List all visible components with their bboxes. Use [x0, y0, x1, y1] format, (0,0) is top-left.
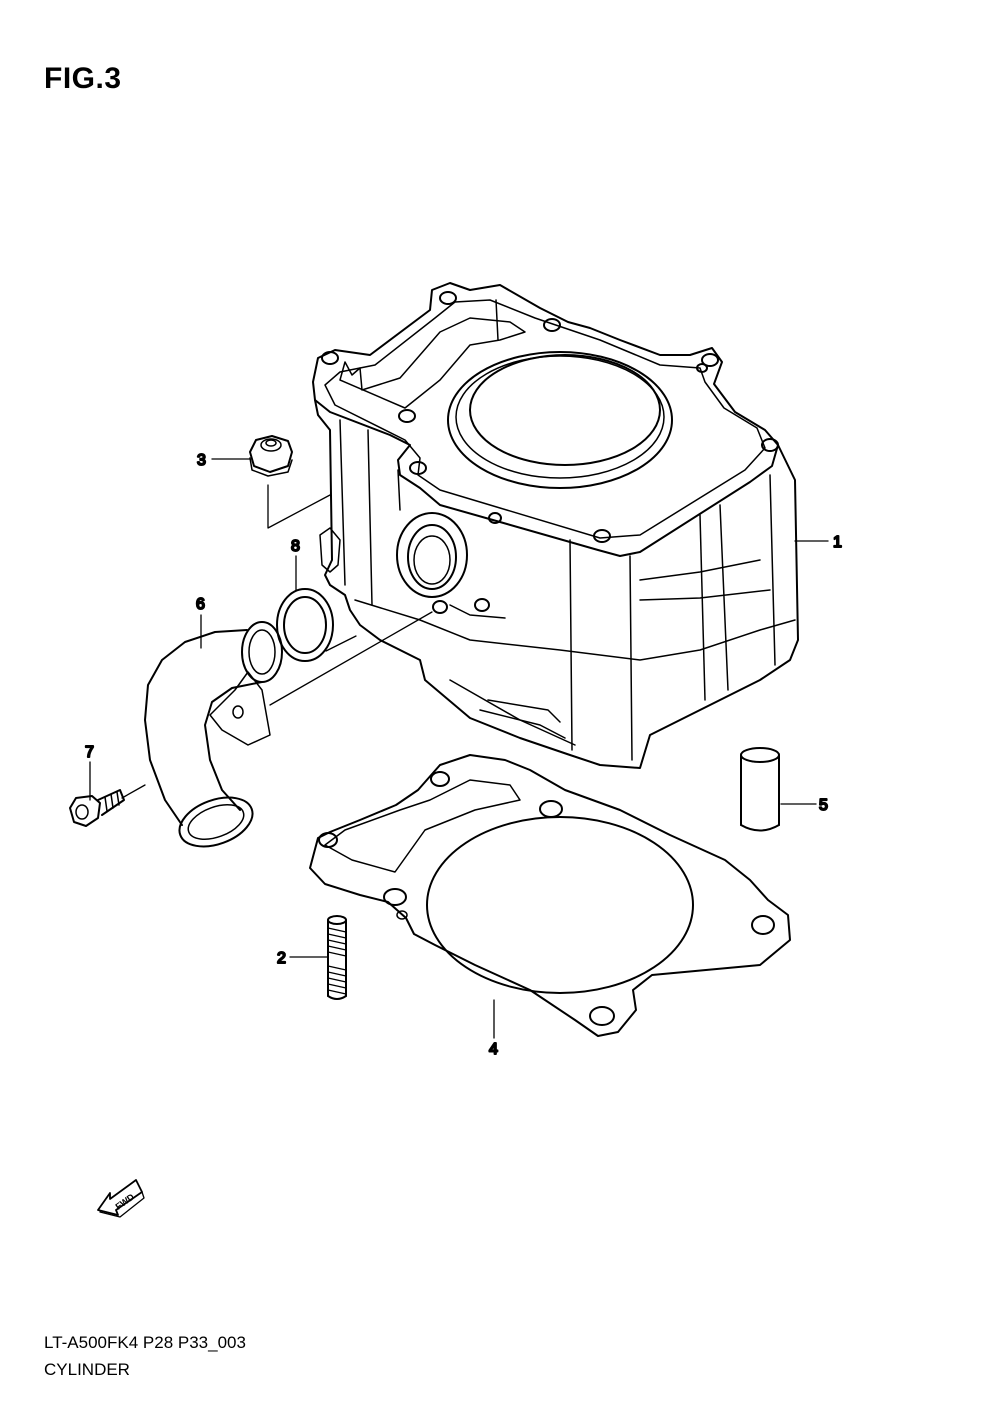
- nut: [249, 435, 293, 477]
- water-outlet-pipe: [144, 621, 283, 848]
- callout-2: 2: [277, 950, 286, 967]
- callout-4: 4: [489, 1041, 498, 1058]
- assembly-lines: [121, 484, 433, 799]
- o-ring: [276, 588, 334, 662]
- figure-name: CYLINDER: [44, 1360, 130, 1379]
- figure-code: LT-A500FK4 P28 P33_003: [44, 1333, 246, 1352]
- stud-bolt: [327, 915, 347, 1000]
- callout-7: 7: [85, 744, 94, 761]
- figure-title: FIG.3: [44, 62, 122, 95]
- cylinder-block: [312, 282, 799, 769]
- dowel-pin: [740, 747, 780, 832]
- callout-8: 8: [291, 538, 300, 555]
- callout-3: 3: [197, 452, 206, 469]
- callout-5: 5: [819, 797, 828, 814]
- fwd-arrow-icon: FWD: [97, 1179, 145, 1218]
- leader-lines: [89, 458, 829, 1039]
- bolt: [69, 789, 125, 827]
- callout-1: 1: [833, 534, 842, 551]
- callout-6: 6: [196, 596, 205, 613]
- cylinder-gasket: [309, 754, 791, 1037]
